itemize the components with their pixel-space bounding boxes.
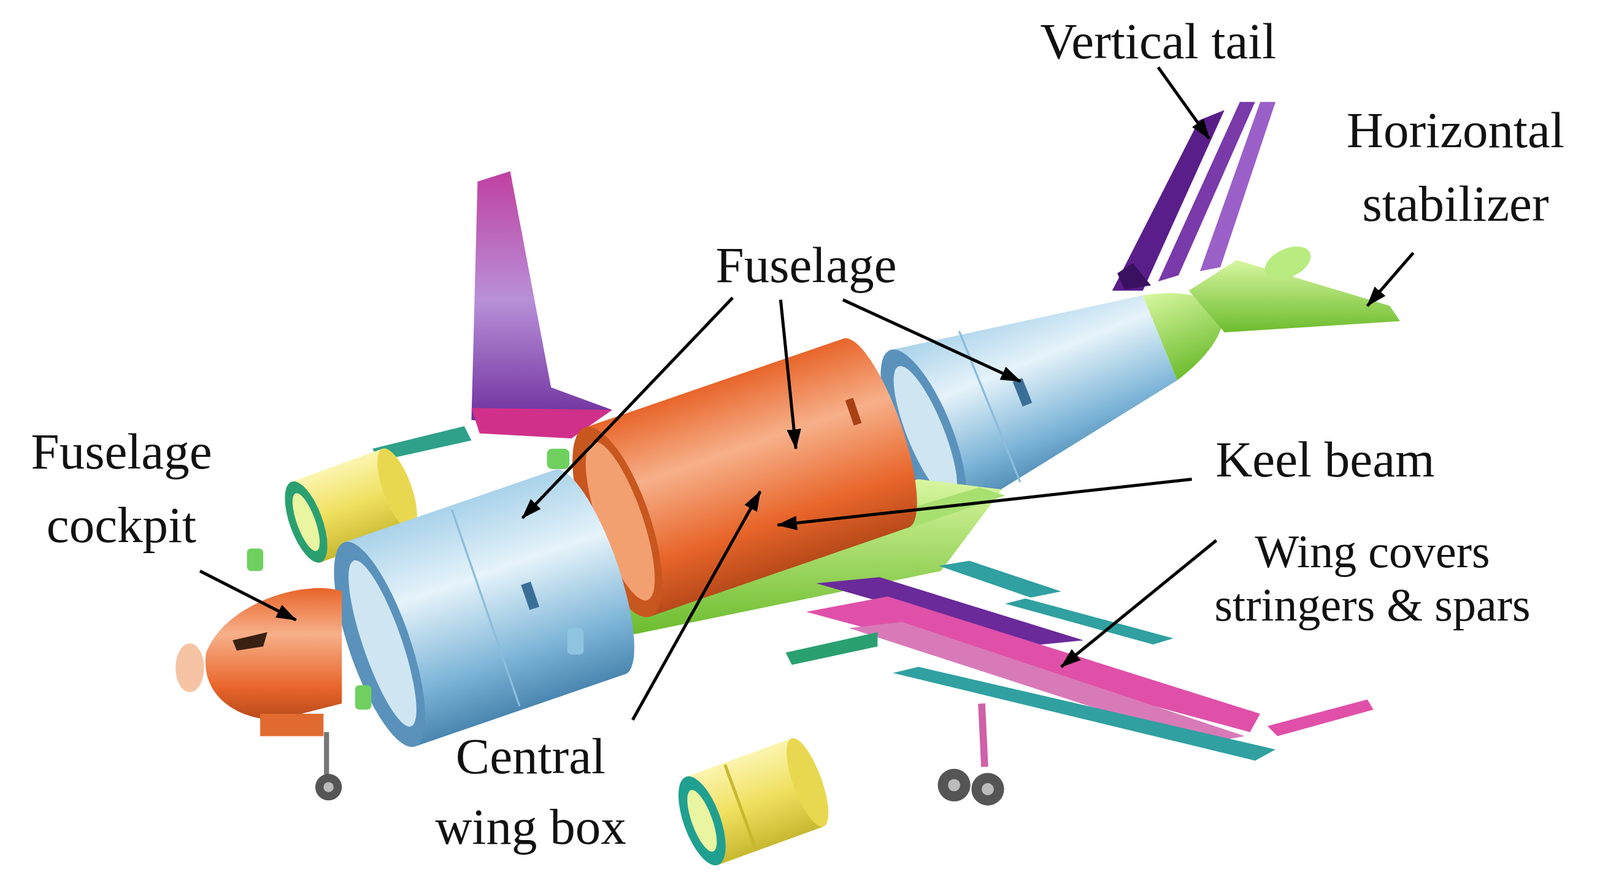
leader-line [632,491,761,720]
landing-gear [938,703,1005,806]
part-label: Vertical tail [998,11,1318,73]
part-label: Fuselage [683,234,929,297]
leader-line [1367,252,1414,306]
part-label: Central wing box [401,721,660,862]
leader-line [1061,540,1217,667]
leader-line [842,300,1021,382]
fin-part [372,171,613,470]
engine-nacelle [668,733,837,872]
leader-line [200,571,296,621]
leader-line [780,300,796,450]
part-label: Keel beam [1190,429,1461,491]
vertical-tail [1112,101,1276,291]
part-label: Fuselage cockpit [4,414,239,563]
part-label: Horizontal stabilizer [1319,93,1593,242]
leader-line [777,479,1192,526]
front-fuselage [315,460,653,758]
part-label: Wing covers stringers & spars [1188,525,1557,633]
leader-line [1158,67,1210,139]
leader-line [522,298,734,519]
horizontal-stabilizer [1188,239,1400,333]
